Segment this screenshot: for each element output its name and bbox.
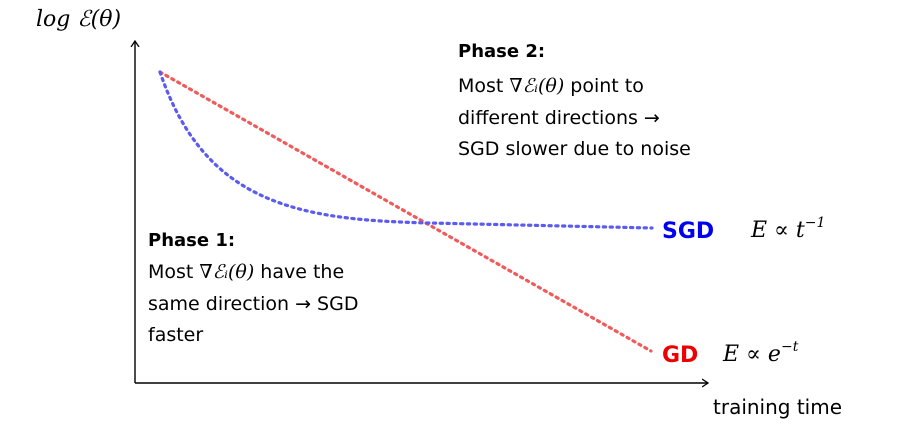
gd-formula: E ∝ e−t — [722, 339, 799, 367]
gd-label: GD — [662, 343, 698, 368]
gd-formula-exp: −t — [781, 339, 799, 355]
phase2-line1-pre: Most — [458, 75, 509, 97]
phase2-line1: Most ∇ℰᵢ(θ) point to — [458, 75, 644, 97]
y-axis-label: log ℰ(θ) — [36, 7, 121, 32]
phase2-annotation: Phase 2: Most ∇ℰᵢ(θ) point to different … — [458, 41, 691, 160]
phase2-title: Phase 2: — [458, 41, 545, 62]
phase1-line3: faster — [148, 324, 203, 346]
phase1-title: Phase 1: — [148, 230, 235, 251]
x-axis-label: training time — [713, 395, 842, 419]
gd-curve — [158, 70, 653, 353]
phase2-line2: different directions → — [458, 107, 660, 129]
phase1-line1: Most ∇ℰᵢ(θ) have the — [148, 261, 344, 283]
sgd-formula-base: E ∝ t — [750, 218, 805, 243]
sgd-label: SGD — [662, 219, 714, 244]
sgd-legend: SGD E ∝ t−1 — [662, 215, 825, 244]
gd-formula-base: E ∝ e — [722, 342, 781, 367]
phase1-annotation: Phase 1: Most ∇ℰᵢ(θ) have the same direc… — [148, 230, 358, 346]
phase1-line1-pre: Most — [148, 261, 199, 283]
sgd-formula-exp: −1 — [805, 215, 826, 231]
sgd-formula: E ∝ t−1 — [750, 215, 825, 243]
sgd-curve — [158, 70, 654, 230]
phase2-line1-math: ∇ℰᵢ(θ) — [509, 75, 564, 97]
gd-legend: GD E ∝ e−t — [662, 339, 799, 368]
phase1-line2: same direction → SGD — [148, 293, 358, 315]
phase2-line3: SGD slower due to noise — [458, 138, 691, 160]
phase1-line1-math: ∇ℰᵢ(θ) — [199, 261, 254, 283]
phase1-line1-post: have the — [254, 261, 344, 283]
phase2-line1-post: point to — [564, 75, 644, 97]
